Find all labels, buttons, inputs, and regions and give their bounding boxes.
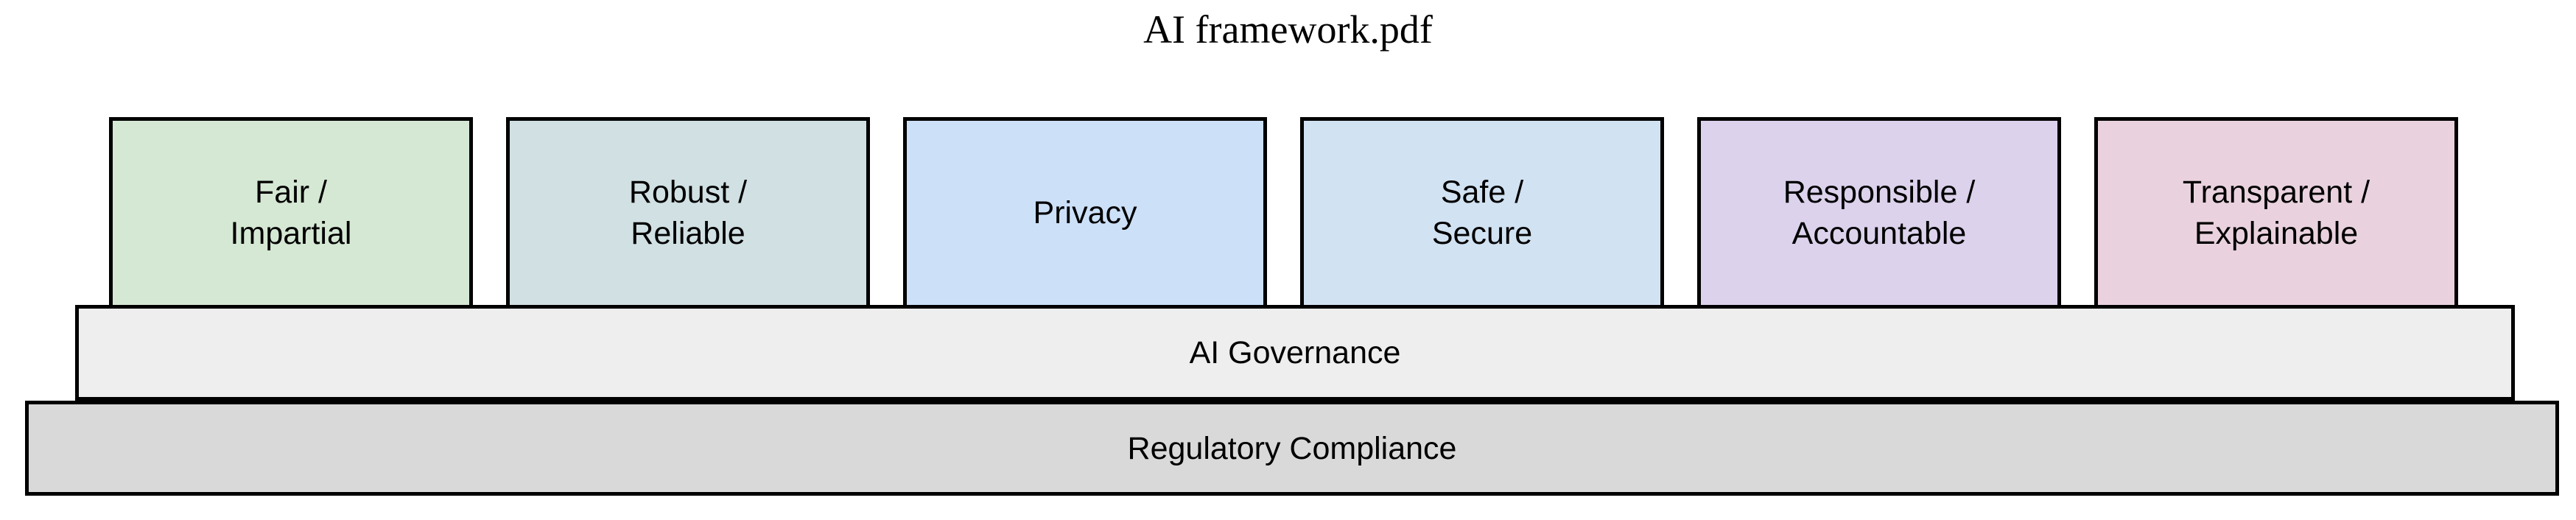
pillar-box-safe-secure[interactable]: Safe / Secure	[1300, 117, 1664, 309]
pillar-box-transparent-explainable[interactable]: Transparent / Explainable	[2094, 117, 2458, 309]
pillar-box-responsible-accountable[interactable]: Responsible / Accountable	[1697, 117, 2061, 309]
foundation-bar-label: AI Governance	[1189, 335, 1401, 370]
page-title: AI framework.pdf	[1143, 7, 1433, 52]
pillar-label: Robust / Reliable	[628, 175, 748, 251]
foundation-bar-label: Regulatory Compliance	[1127, 430, 1457, 466]
pillar-label: Safe / Secure	[1431, 175, 1533, 251]
pillar-label: Fair / Impartial	[230, 175, 352, 251]
pillar-box-privacy[interactable]: Privacy	[903, 117, 1267, 309]
pillar-label: Privacy	[1033, 195, 1137, 231]
pillar-row: Fair / Impartial Robust / Reliable Priva…	[109, 117, 2462, 309]
foundation-bar-ai-governance[interactable]: AI Governance	[75, 305, 2515, 401]
foundation-bar-regulatory-compliance[interactable]: Regulatory Compliance	[25, 401, 2559, 496]
pillar-label: Transparent / Explainable	[2182, 175, 2370, 251]
pillar-label: Responsible / Accountable	[1783, 175, 1976, 251]
pillar-box-fair-impartial[interactable]: Fair / Impartial	[109, 117, 473, 309]
pillar-box-robust-reliable[interactable]: Robust / Reliable	[506, 117, 870, 309]
